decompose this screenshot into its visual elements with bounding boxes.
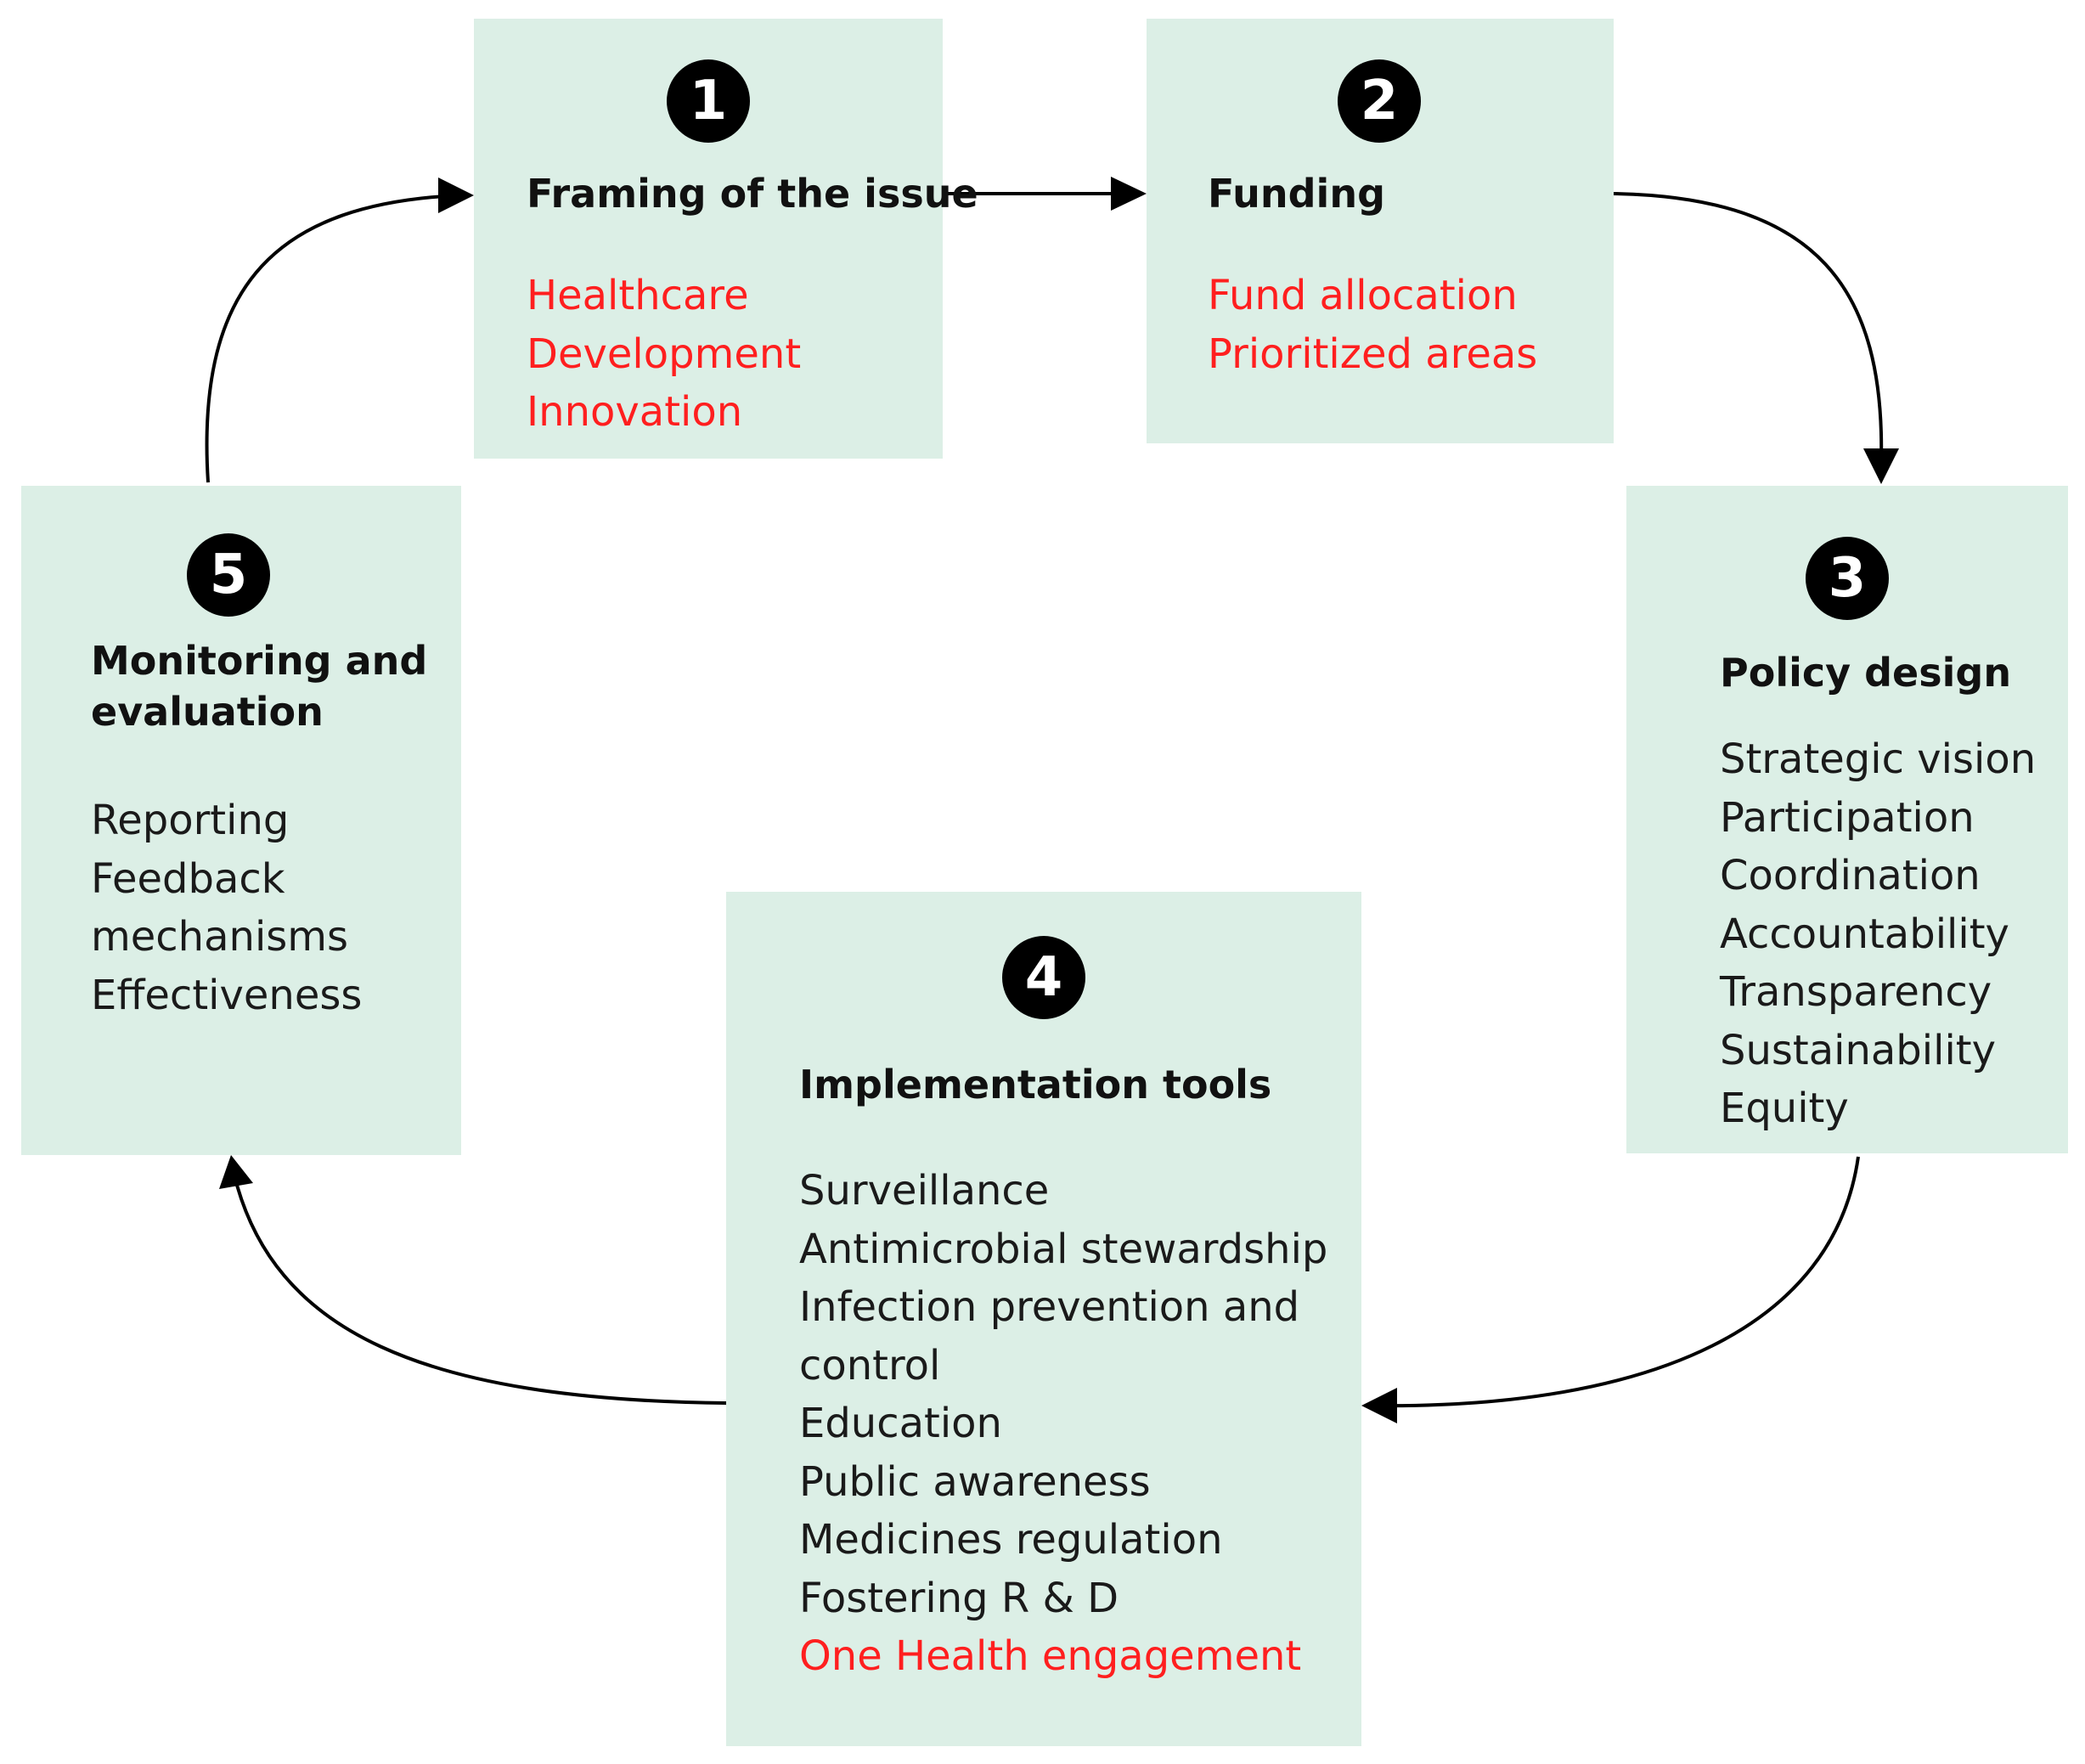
step-4-item: Medicines regulation (799, 1516, 1223, 1564)
step-3-item: Participation (1720, 793, 1975, 842)
step-5-title-line-1: Monitoring and (91, 638, 428, 684)
step-4-item: control (799, 1341, 941, 1389)
step-3-number-badge: 3 (1806, 537, 1889, 620)
step-5-title-line-2: evaluation (91, 689, 324, 735)
arrow-5-to-1 (205, 194, 459, 483)
step-4-box: 4 Implementation tools Surveillance Anti… (726, 892, 1361, 1746)
step-3-item: Sustainability (1720, 1026, 1997, 1074)
step-5-number-badge: 5 (187, 533, 270, 617)
step-3-item: Coordination (1720, 852, 1981, 899)
step-4-title: Implementation tools (799, 1062, 1272, 1107)
step-3-item: Strategic vision (1720, 735, 2037, 783)
step-3-item: Transparency (1720, 968, 1992, 1016)
step-4-items: Surveillance Antimicrobial stewardship I… (799, 1162, 1327, 1686)
arrowhead-2-to-3 (1863, 448, 1899, 484)
arrowhead-4-to-5 (219, 1155, 253, 1189)
step-2-box: 2 Funding Fund allocation Prioritized ar… (1147, 19, 1614, 443)
step-5-item: mechanisms (91, 913, 349, 961)
step-3-item: Accountability (1720, 910, 2009, 958)
step-5-items: Reporting Feedback mechanisms Effectiven… (91, 792, 362, 1024)
step-4-item: Public awareness (799, 1457, 1151, 1506)
step-5-box: 5 Monitoring and evaluation Reporting Fe… (21, 486, 461, 1155)
step-1-box: 1 Framing of the issue Healthcare Develo… (474, 19, 978, 459)
step-4-item: Infection prevention and (799, 1283, 1300, 1331)
step-4-item: Surveillance (799, 1167, 1050, 1215)
step-3-item: Equity (1720, 1085, 1849, 1132)
step-1-item: Healthcare (527, 272, 749, 319)
step-1-item: Development (527, 330, 802, 378)
step-5-item: Reporting (91, 797, 290, 844)
step-2-item: Prioritized areas (1208, 330, 1538, 378)
step-1-number-badge: 1 (667, 59, 750, 143)
arrowhead-1-to-2 (1111, 177, 1147, 211)
step-5-item: Effectiveness (91, 971, 363, 1019)
step-1-items: Healthcare Development Innovation (527, 267, 801, 442)
step-4-item: Antimicrobial stewardship (799, 1225, 1328, 1273)
step-3-box: 3 Policy design Strategic vision Partici… (1626, 486, 2068, 1153)
step-4-item: Education (799, 1400, 1002, 1447)
step-4-item: One Health engagement (799, 1632, 1302, 1680)
step-2-number-badge: 2 (1338, 59, 1421, 143)
step-1-title: Framing of the issue (527, 171, 978, 217)
arrowhead-3-to-4 (1361, 1388, 1397, 1423)
step-1-item: Innovation (527, 388, 743, 436)
arrow-4-to-5 (232, 1171, 727, 1405)
step-5-item: Feedback (91, 854, 285, 903)
arrow-2-to-3 (1613, 192, 1884, 464)
step-2-title: Funding (1208, 171, 1385, 217)
step-3-title: Policy design (1720, 650, 2012, 696)
step-2-items: Fund allocation Prioritized areas (1208, 267, 1537, 383)
step-4-number-badge: 4 (1002, 936, 1085, 1019)
arrow-3-to-4 (1367, 1156, 1860, 1408)
step-3-items: Strategic vision Participation Coordinat… (1720, 730, 2036, 1138)
arrowhead-5-to-1 (438, 178, 474, 213)
step-4-item: Fostering R & D (799, 1574, 1119, 1622)
step-2-item: Fund allocation (1208, 272, 1518, 319)
